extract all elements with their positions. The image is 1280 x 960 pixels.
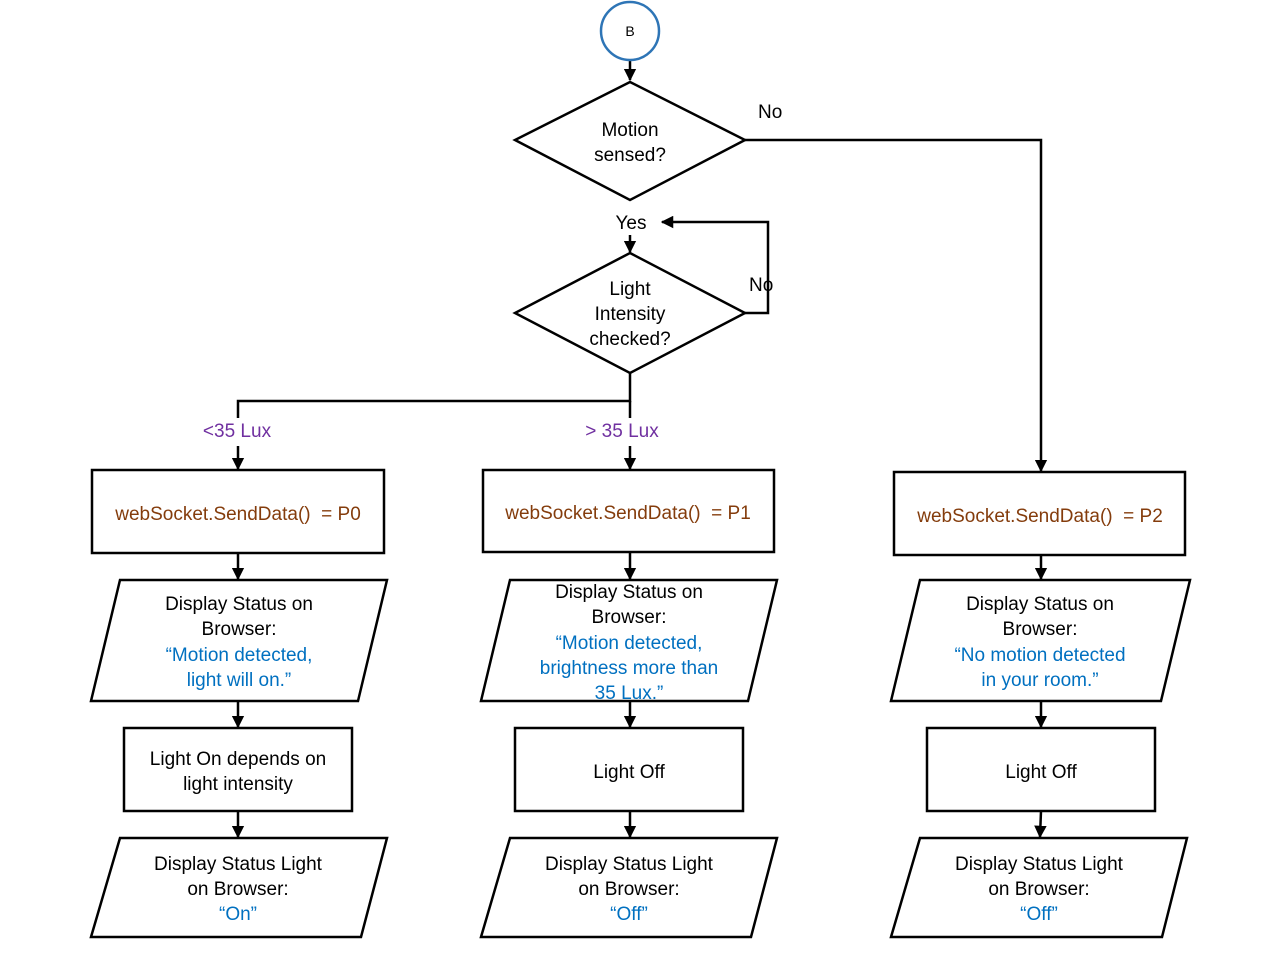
display-light-3-line2: on Browser: — [988, 879, 1089, 900]
send-text-p1: webSocket.SendData() = P1 — [504, 503, 751, 524]
display-light-io-1 — [89, 836, 389, 939]
action-1-line1: Light On depends on — [150, 749, 326, 770]
decision-motion-line1: Motion — [601, 120, 658, 141]
line-light-split — [236, 373, 632, 418]
action-2-line1: Light Off — [593, 762, 665, 783]
send-text-p0: webSocket.SendData() = P0 — [114, 504, 361, 525]
connector-label: B — [625, 23, 634, 39]
arrow-light-loop-no — [660, 215, 770, 315]
action-box-2 — [513, 726, 745, 813]
action-box-1 — [122, 726, 354, 813]
send-text-p2: webSocket.SendData() = P2 — [916, 506, 1163, 527]
send-box-p0 — [90, 468, 386, 555]
decision-motion-diamond — [512, 80, 748, 202]
decision-motion-line2: sensed? — [594, 145, 666, 166]
display-status-io-3 — [889, 578, 1192, 703]
display-status-3-line2: Browser: — [1003, 619, 1078, 640]
display-light-3-line1: Display Status Light — [955, 854, 1124, 875]
display-status-3-line1: Display Status on — [966, 594, 1114, 615]
display-status-1-line2: Browser: — [202, 619, 277, 640]
display-light-1-line2: on Browser: — [187, 879, 288, 900]
connector-b: B — [599, 0, 661, 62]
branch-label-low: <35 Lux — [203, 421, 272, 442]
display-status-1-quote1: “Motion detected, — [166, 645, 313, 666]
column-no-motion: webSocket.SendData() = P2 Display Status… — [889, 470, 1192, 939]
decision-light-line3: checked? — [589, 329, 670, 350]
action-3-line1: Light Off — [1005, 762, 1077, 783]
display-status-2-quote1: “Motion detected, — [556, 633, 703, 654]
display-status-1-line1: Display Status on — [165, 594, 313, 615]
decision-light: Light Intensity checked? — [512, 251, 748, 375]
display-light-2-line1: Display Status Light — [545, 854, 714, 875]
display-light-2-quote: “Off” — [610, 904, 648, 925]
display-status-1-quote2: light will on.” — [187, 670, 292, 691]
send-box-p2 — [892, 470, 1187, 557]
connector-circle — [599, 0, 661, 62]
display-light-2-line2: on Browser: — [578, 879, 679, 900]
decision-light-line1: Light — [609, 279, 651, 300]
display-light-1-line1: Display Status Light — [154, 854, 323, 875]
arrow-c3-action-to-light — [1034, 810, 1047, 839]
display-light-1-quote: “On” — [219, 904, 257, 925]
column-low-lux: webSocket.SendData() = P0 Display Status… — [89, 468, 389, 939]
display-status-io-2 — [479, 578, 779, 703]
action-box-3 — [925, 726, 1157, 813]
connector-lines — [231, 60, 1048, 839]
decision-motion: Motion sensed? — [512, 80, 748, 202]
display-status-2-quote2: brightness more than — [540, 658, 719, 679]
display-status-2-line2: Browser: — [592, 607, 667, 628]
display-light-3-quote: “Off” — [1020, 904, 1058, 925]
decision-light-diamond — [512, 251, 748, 375]
display-light-io-3 — [889, 836, 1189, 939]
label-light-no: No — [749, 275, 773, 296]
label-motion-no: No — [758, 102, 782, 123]
display-status-3-quote1: “No motion detected — [954, 645, 1125, 666]
arrow-motion-no — [745, 138, 1048, 473]
send-box-p1 — [481, 468, 776, 554]
display-status-3-quote2: in your room.” — [981, 670, 1098, 691]
display-light-io-2 — [479, 836, 779, 939]
display-status-2-line1: Display Status on — [555, 582, 703, 603]
column-high-lux: webSocket.SendData() = P1 Display Status… — [479, 468, 779, 939]
decision-light-line2: Intensity — [595, 304, 666, 325]
display-status-2-quote3: 35 Lux.” — [595, 683, 664, 704]
branch-label-high: > 35 Lux — [585, 421, 659, 442]
action-1-line2: light intensity — [183, 774, 293, 795]
display-status-io-1 — [89, 578, 389, 703]
label-motion-yes: Yes — [616, 213, 647, 234]
